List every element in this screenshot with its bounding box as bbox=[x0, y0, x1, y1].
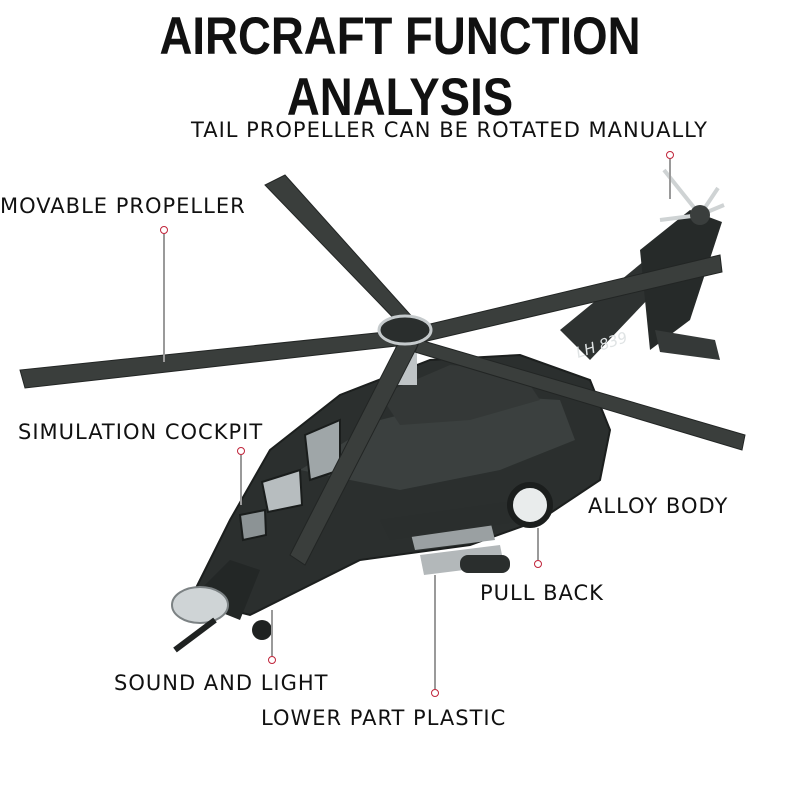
leader-tail-propeller bbox=[669, 159, 671, 199]
tail-rotor-hub bbox=[690, 205, 710, 225]
callout-tail-propeller: TAIL PROPELLER CAN BE ROTATED MANUALLY bbox=[191, 118, 708, 142]
page-title: AIRCRAFT FUNCTION ANALYSIS bbox=[159, 7, 641, 127]
cockpit-window-nose bbox=[238, 508, 268, 542]
rotor-blade-left bbox=[19, 329, 406, 389]
tail-rotor bbox=[659, 168, 725, 222]
callout-alloy-body: ALLOY BODY bbox=[588, 494, 729, 518]
callout-lower-part-plastic: LOWER PART PLASTIC bbox=[261, 706, 507, 730]
leader-simulation-cockpit bbox=[240, 455, 242, 505]
callout-pull-back: PULL BACK bbox=[480, 581, 604, 605]
callout-movable-propeller: MOVABLE PROPELLER bbox=[0, 194, 246, 218]
rotor-hub bbox=[377, 314, 433, 346]
leader-pull-back bbox=[537, 528, 539, 560]
marker-tail-propeller bbox=[666, 151, 674, 159]
fuselage-panel bbox=[300, 395, 575, 490]
weapon-tube bbox=[460, 555, 510, 573]
front-wheel bbox=[252, 620, 272, 640]
marker-movable-propeller bbox=[160, 226, 168, 234]
nose-gun bbox=[173, 617, 217, 653]
marker-lower-part-plastic bbox=[431, 689, 439, 697]
cockpit-window-front bbox=[260, 468, 304, 514]
nose-sensor bbox=[171, 586, 229, 624]
landing-wheel bbox=[507, 482, 553, 528]
callout-simulation-cockpit: SIMULATION COCKPIT bbox=[18, 420, 264, 444]
leader-sound-and-light bbox=[271, 610, 273, 656]
marker-sound-and-light bbox=[268, 656, 276, 664]
tail-stabilizer bbox=[655, 330, 720, 360]
marker-pull-back bbox=[534, 560, 542, 568]
leader-lower-part-plastic bbox=[434, 575, 436, 689]
callout-sound-and-light: SOUND AND LIGHT bbox=[114, 671, 329, 695]
rotor-blade-back bbox=[264, 174, 416, 331]
stub-wing bbox=[380, 500, 530, 540]
marker-simulation-cockpit bbox=[237, 447, 245, 455]
engine-housing bbox=[380, 365, 540, 425]
rotor-blade-front-right bbox=[414, 339, 746, 451]
leader-movable-propeller bbox=[163, 234, 165, 362]
